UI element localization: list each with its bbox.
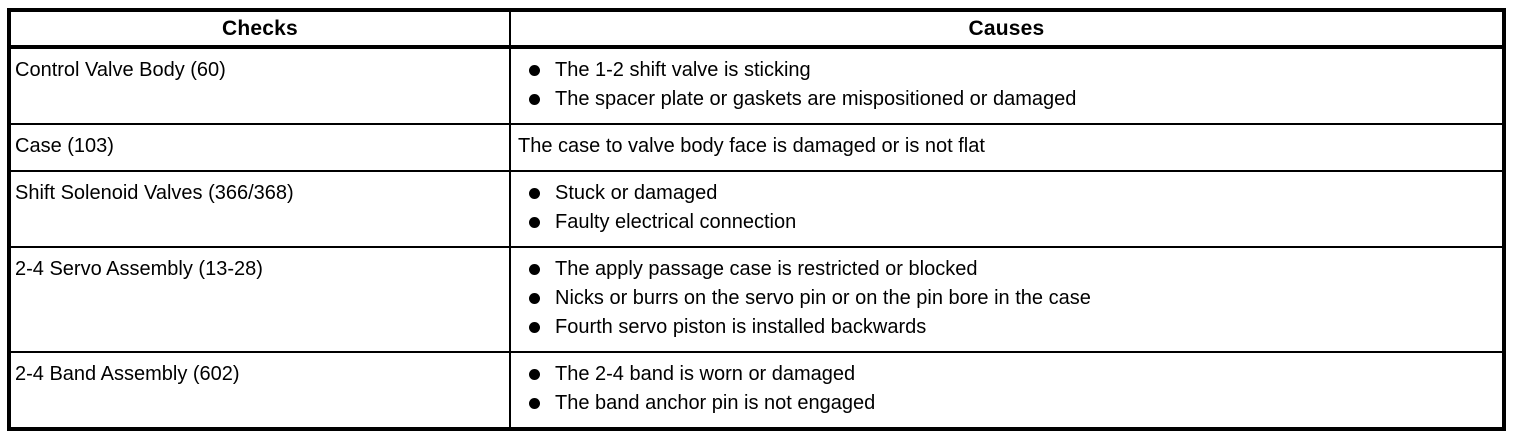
bullet-icon — [529, 369, 540, 380]
cause-text: Faulty electrical connection — [555, 211, 797, 233]
table-header: Checks Causes — [8, 9, 1505, 49]
table-row: 2-4 Band Assembly (602) The 2-4 band is … — [8, 351, 1505, 430]
check-cell: Case (103) — [8, 123, 511, 172]
cause-item: The case to valve body face is damaged o… — [517, 132, 1494, 161]
table-row: Control Valve Body (60) The 1-2 shift va… — [8, 46, 1505, 125]
cause-text: Stuck or damaged — [555, 182, 718, 204]
cause-text: Nicks or burrs on the servo pin or on th… — [555, 287, 1091, 309]
check-label: Shift Solenoid Valves (366/368) — [15, 182, 294, 204]
cause-text: The band anchor pin is not engaged — [555, 392, 876, 414]
cause-item: The 2-4 band is worn or damaged — [517, 360, 1494, 389]
check-label: 2-4 Servo Assembly (13-28) — [15, 258, 263, 280]
bullet-icon — [529, 398, 540, 409]
check-cell: Shift Solenoid Valves (366/368) — [8, 170, 511, 248]
cause-item: The apply passage case is restricted or … — [517, 255, 1494, 284]
bullet-icon — [529, 293, 540, 304]
header-row: Checks Causes — [8, 9, 1505, 49]
cause-cell: The case to valve body face is damaged o… — [509, 123, 1505, 172]
cause-text: The case to valve body face is damaged o… — [518, 135, 985, 157]
bullet-icon — [529, 94, 540, 105]
cause-item: Stuck or damaged — [517, 179, 1494, 208]
check-label: Case (103) — [15, 135, 114, 157]
bullet-icon — [529, 65, 540, 76]
bullet-icon — [529, 188, 540, 199]
table-row: Case (103) The case to valve body face i… — [8, 123, 1505, 172]
cause-list: The apply passage case is restricted or … — [517, 255, 1494, 342]
cause-list: The case to valve body face is damaged o… — [517, 132, 1494, 161]
cause-item: The band anchor pin is not engaged — [517, 389, 1494, 418]
cause-text: The 1-2 shift valve is sticking — [555, 59, 811, 81]
bullet-icon — [529, 264, 540, 275]
table-row: 2-4 Servo Assembly (13-28) The apply pas… — [8, 246, 1505, 353]
cause-text: The apply passage case is restricted or … — [555, 258, 978, 280]
check-label: 2-4 Band Assembly (602) — [15, 363, 240, 385]
table-body: Control Valve Body (60) The 1-2 shift va… — [8, 46, 1505, 430]
check-cell: 2-4 Servo Assembly (13-28) — [8, 246, 511, 353]
cause-item: Faulty electrical connection — [517, 208, 1494, 237]
table-row: Shift Solenoid Valves (366/368) Stuck or… — [8, 170, 1505, 248]
check-label: Control Valve Body (60) — [15, 59, 226, 81]
cause-cell: The apply passage case is restricted or … — [509, 246, 1505, 353]
cause-item: The spacer plate or gaskets are misposit… — [517, 85, 1494, 114]
bullet-icon — [529, 322, 540, 333]
check-cell: 2-4 Band Assembly (602) — [8, 351, 511, 430]
cause-item: Fourth servo piston is installed backwar… — [517, 313, 1494, 342]
checks-causes-table: Checks Causes Control Valve Body (60) Th… — [7, 8, 1506, 431]
column-header-causes: Causes — [509, 9, 1505, 49]
bullet-icon — [529, 217, 540, 228]
cause-item: Nicks or burrs on the servo pin or on th… — [517, 284, 1494, 313]
column-header-checks: Checks — [8, 9, 511, 49]
cause-text: The 2-4 band is worn or damaged — [555, 363, 856, 385]
cause-text: Fourth servo piston is installed backwar… — [555, 316, 927, 338]
check-cell: Control Valve Body (60) — [8, 46, 511, 125]
cause-item: The 1-2 shift valve is sticking — [517, 56, 1494, 85]
cause-text: The spacer plate or gaskets are misposit… — [555, 88, 1077, 110]
